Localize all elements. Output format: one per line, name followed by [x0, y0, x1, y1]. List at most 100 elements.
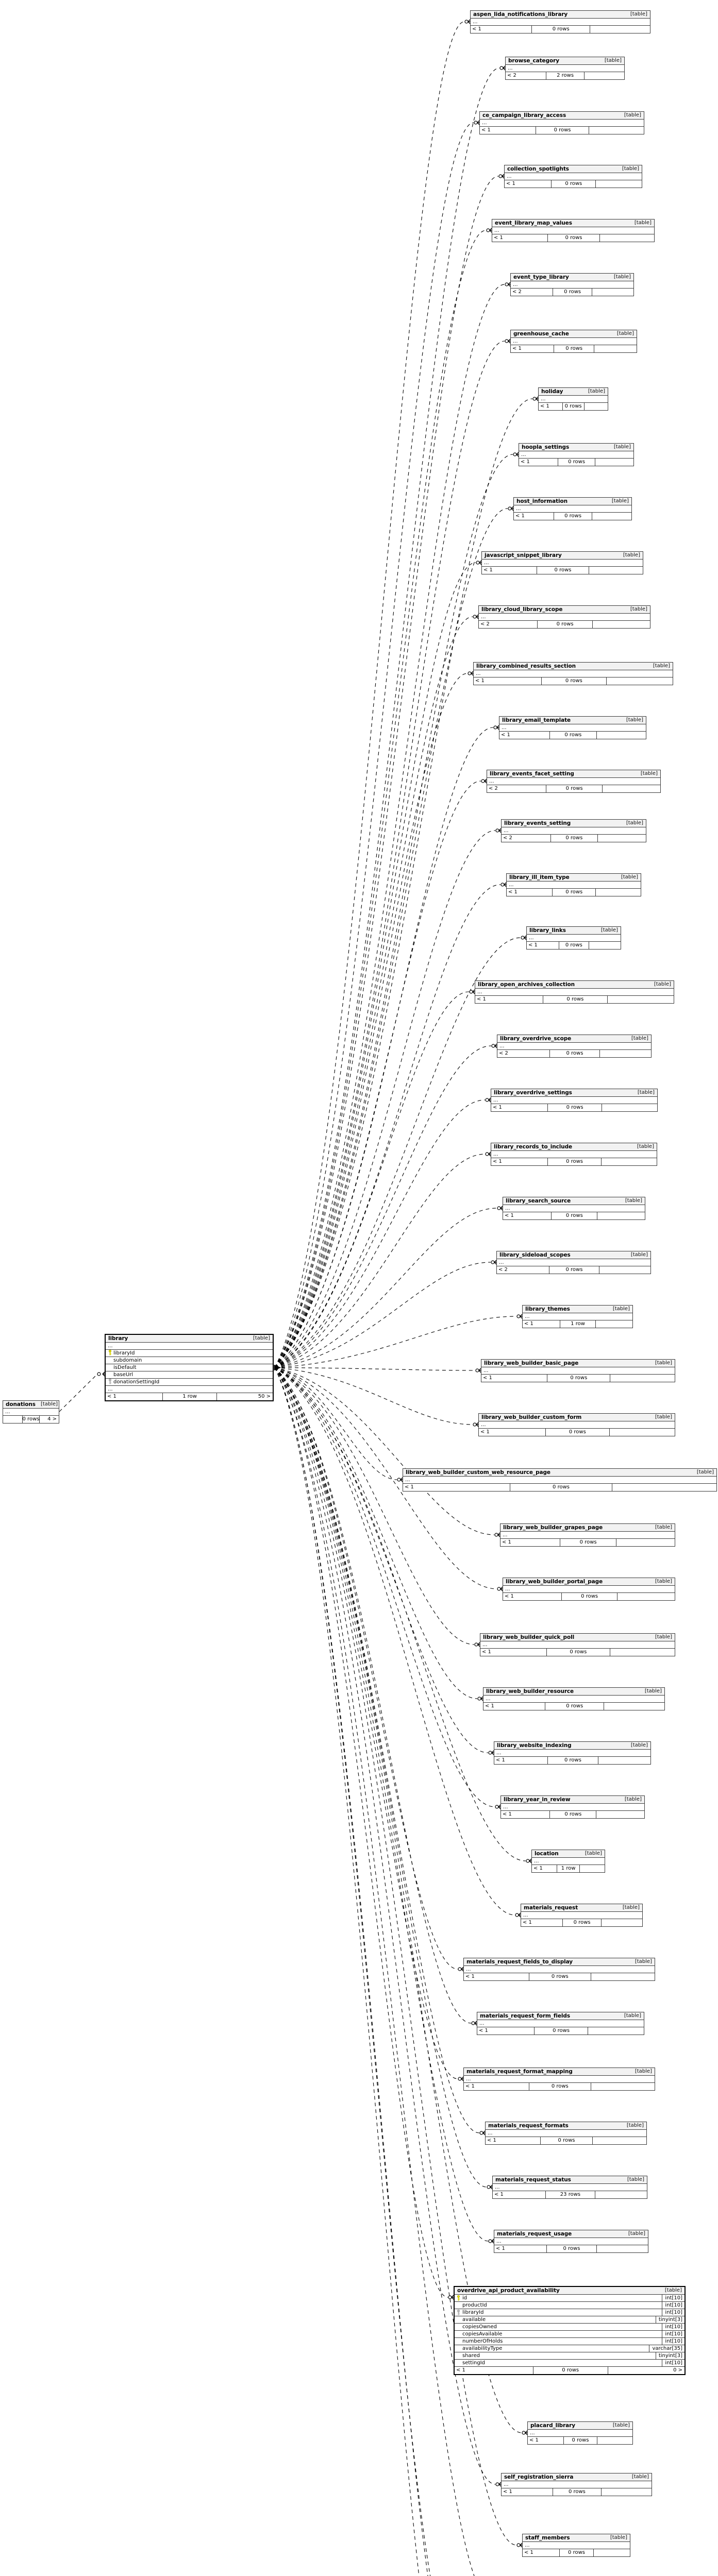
child-count	[593, 2137, 646, 2144]
table-materials_request_fields_to_display[interactable]: materials_request_fields_to_display[tabl…	[463, 1958, 655, 1981]
table-library_web_builder_basic_page[interactable]: library_web_builder_basic_page[table]...…	[481, 1359, 675, 1382]
parent-count: < 2	[487, 785, 547, 792]
table-type-tag: [table]	[40, 1401, 58, 1407]
table-name: javascript_snippet_library	[485, 552, 562, 558]
table-library_web_builder_grapes_page[interactable]: library_web_builder_grapes_page[table]..…	[500, 1523, 675, 1547]
column-row[interactable]: donationSettingId	[106, 1379, 273, 1386]
table-library_cloud_library_scope[interactable]: library_cloud_library_scope[table]...< 2…	[478, 605, 650, 629]
columns-ellipsis: ...	[3, 1409, 59, 1416]
parent-count: < 1	[493, 2191, 546, 2198]
table-name: materials_request_usage	[497, 2230, 572, 2237]
table-library_events_facet_setting[interactable]: library_events_facet_setting[table]...< …	[487, 770, 661, 793]
table-name: location	[535, 1850, 559, 1857]
table-header: library_combined_results_section[table]	[474, 663, 673, 670]
table-library_combined_results_section[interactable]: library_combined_results_section[table].…	[473, 662, 673, 685]
table-library_web_builder_quick_poll[interactable]: library_web_builder_quick_poll[table]...…	[480, 1633, 675, 1656]
table-header: placard_library[table]	[528, 2422, 632, 2430]
row-count: 0 rows	[536, 127, 590, 134]
key-cell	[455, 2338, 462, 2345]
table-header: library_ill_item_type[table]	[507, 874, 641, 882]
row-count: 0 rows	[553, 289, 593, 296]
table-name: browse_category	[508, 57, 559, 64]
table-library_web_builder_resource[interactable]: library_web_builder_resource[table]...< …	[483, 1687, 665, 1710]
column-type: int[10]	[662, 2324, 684, 2330]
child-count	[599, 1266, 650, 1274]
child-count	[604, 1703, 664, 1710]
table-header: library_web_builder_basic_page[table]	[481, 1360, 675, 1367]
table-type-tag: [table]	[630, 606, 647, 612]
row-count: 0 rows	[545, 1703, 605, 1710]
column-row[interactable]: subdomain	[106, 1357, 273, 1364]
table-header: library_search_source[table]	[503, 1197, 645, 1205]
child-count	[608, 996, 674, 1003]
table-name: donations	[6, 1401, 36, 1408]
table-library_open_archives_collection[interactable]: library_open_archives_collection[table].…	[475, 980, 674, 1004]
table-header: library_web_builder_grapes_page[table]	[500, 1524, 675, 1532]
table-library_web_builder_portal_page[interactable]: library_web_builder_portal_page[table]..…	[503, 1578, 675, 1601]
column-row[interactable]: baseUrl	[106, 1371, 273, 1379]
table-library_web_builder_custom_form[interactable]: library_web_builder_custom_form[table]..…	[478, 1413, 675, 1436]
column-row[interactable]: isDefault	[106, 1364, 273, 1371]
table-overdrive_api_product_availability[interactable]: overdrive_api_product_availability[table…	[454, 2286, 686, 2375]
table-type-tag: [table]	[626, 820, 643, 826]
table-materials_request_format_mapping[interactable]: materials_request_format_mapping[table].…	[463, 2067, 655, 2091]
row-count: 1 row	[557, 1865, 580, 1872]
column-name: isDefault	[113, 1365, 137, 1370]
table-header: library_overdrive_settings[table]	[491, 1089, 657, 1097]
column-row[interactable]: libraryId	[106, 1350, 273, 1357]
column-name: settingId	[462, 2360, 485, 2366]
table-library_web_builder_custom_web_resource_page[interactable]: library_web_builder_custom_web_resource_…	[403, 1468, 717, 1492]
table-materials_request_form_fields[interactable]: materials_request_form_fields[table]...<…	[477, 2012, 644, 2035]
table-aspen_lida_notifications_library[interactable]: aspen_lida_notifications_library[table].…	[470, 10, 650, 33]
table-type-tag: [table]	[588, 388, 605, 394]
table-header: collection_spotlights[table]	[505, 165, 642, 173]
column-type: varchar[35]	[649, 2345, 684, 2352]
parent-count: < 1	[475, 996, 543, 1003]
